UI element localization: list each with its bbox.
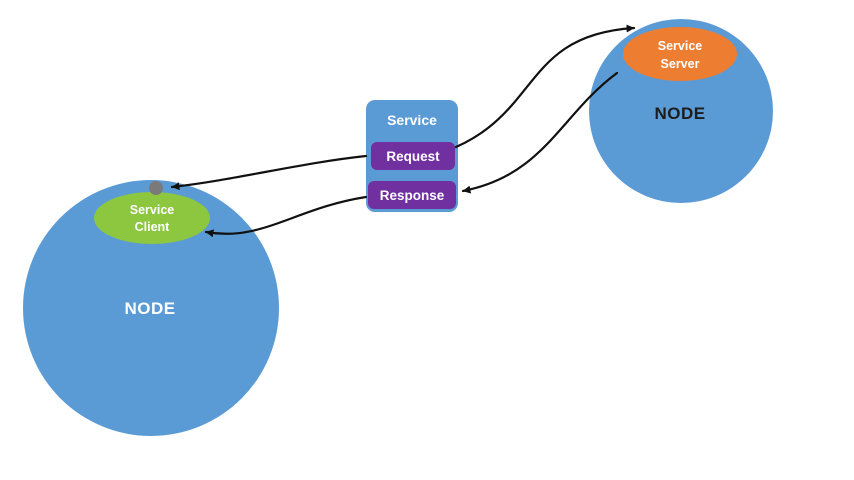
service-client-label-line2: Client — [135, 220, 171, 234]
response-label: Response — [380, 188, 445, 203]
connection-dot — [149, 181, 163, 195]
right-node-label: NODE — [654, 104, 705, 123]
service-client-ellipse — [94, 192, 210, 244]
left-node-circle — [23, 180, 279, 436]
arrow-server-to-response — [461, 71, 619, 194]
service-server-label-line1: Service — [658, 39, 703, 53]
service-title: Service — [387, 112, 437, 128]
left-node-label: NODE — [124, 299, 175, 318]
request-label: Request — [386, 149, 440, 164]
service-server-ellipse — [623, 27, 737, 81]
request-box — [371, 142, 455, 170]
response-box — [368, 181, 456, 209]
arrow-request-to-server — [454, 24, 636, 149]
arrow-response-to-client — [204, 195, 368, 238]
service-server-label-line2: Server — [661, 57, 700, 71]
service-client-label-line1: Service — [130, 203, 175, 217]
arrow-request-to-client — [170, 154, 368, 191]
